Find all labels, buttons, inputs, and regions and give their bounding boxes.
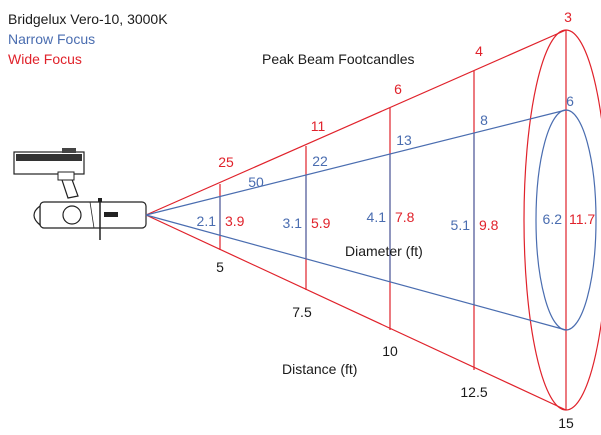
legend-title: Bridgelux Vero-10, 3000K [8,11,168,27]
narrow-diameter-value: 2.1 [197,213,217,229]
light-fixture-icon [13,148,147,240]
wide-diameter-value: 3.9 [225,213,245,229]
distance-value: 10 [382,343,398,359]
narrow-diameter-value: 6.2 [543,211,563,227]
wide-diameter-value: 5.9 [311,215,331,231]
legend-narrow-focus: Narrow Focus [8,31,95,47]
narrow-footcandle-value: 6 [566,93,574,109]
diameter-label: Diameter (ft) [345,243,423,259]
narrow-diameter-value: 3.1 [283,215,303,231]
footcandles-label: Peak Beam Footcandles [262,51,415,67]
legend-wide-focus: Wide Focus [8,51,82,67]
wide-footcandle-value: 4 [475,43,483,59]
wide-footcandle-value: 25 [218,154,234,170]
wide-diameter-value: 7.8 [395,209,415,225]
narrow-footcandle-value: 22 [312,153,328,169]
narrow-diameter-value: 4.1 [367,209,387,225]
narrow-footcandle-value: 50 [248,174,264,190]
narrow-footcandle-value: 8 [480,112,488,128]
distance-label: Distance (ft) [282,361,357,377]
wide-diameter-value: 11.7 [569,211,595,227]
distance-value: 12.5 [460,384,487,400]
wide-footcandle-value: 3 [564,9,572,25]
wide-footcandle-value: 11 [311,118,326,134]
wide-footcandle-value: 6 [394,81,402,97]
narrow-footcandle-value: 13 [396,132,412,148]
distance-value: 5 [216,259,224,275]
narrow-diameter-value: 5.1 [451,217,471,233]
distance-value: 7.5 [292,304,312,320]
narrow-beam-cone [145,109,597,331]
wide-diameter-value: 9.8 [479,217,499,233]
distance-value: 15 [558,415,574,431]
